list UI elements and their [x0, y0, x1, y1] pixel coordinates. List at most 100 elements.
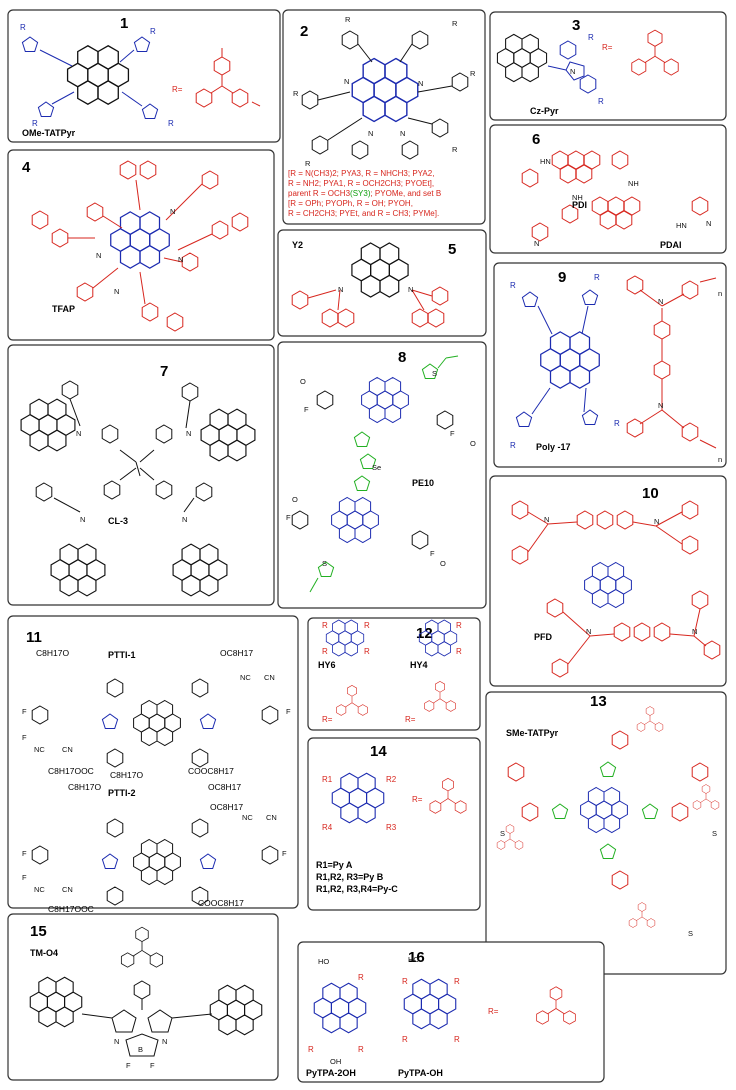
svg-text:R: R	[150, 27, 156, 36]
panel-14-number: 14	[370, 743, 387, 760]
svg-text:R: R	[364, 647, 370, 656]
svg-text:R: R	[456, 647, 462, 656]
svg-text:N: N	[338, 285, 343, 294]
svg-text:F: F	[22, 873, 27, 882]
svg-text:F: F	[450, 429, 455, 438]
panel-5-number: 5	[448, 241, 456, 258]
label-tm-o4: TM-O4	[30, 948, 58, 958]
panel-4: 4 N N N N TFAP	[7, 149, 275, 341]
panel-2: 2 N N N N R R R R R R [R = N(CH3)2; PYA3…	[282, 9, 486, 225]
svg-text:F: F	[286, 513, 291, 522]
r-equals: R=	[488, 1007, 499, 1016]
panel-2-number: 2	[300, 23, 308, 40]
svg-text:S: S	[432, 369, 437, 378]
label-pdai: PDAI	[660, 240, 682, 250]
svg-text:R: R	[452, 19, 458, 28]
label-pytpa-2oh: PyTPA-2OH	[306, 1068, 356, 1078]
panel-16: 16 HO OH HO R R R R R R R PyTPA-2OH PyTP…	[297, 941, 605, 1083]
label-ome-tatpyr: OMe-TATPyr	[22, 128, 76, 138]
svg-text:R: R	[454, 977, 460, 986]
svg-text:S: S	[712, 829, 717, 838]
panel-1-number: 1	[120, 15, 128, 32]
svg-text:NC: NC	[242, 813, 253, 822]
panel-2-note-1: [R = N(CH3)2; PYA3, R = NHCH3; PYA2,	[288, 169, 434, 178]
svg-text:N: N	[368, 129, 373, 138]
r-equals: R=	[172, 85, 183, 94]
svg-text:CN: CN	[62, 745, 73, 754]
svg-text:HN: HN	[676, 221, 687, 230]
substituent-5: C8H17O	[68, 782, 101, 792]
panel-10-number: 10	[642, 485, 659, 502]
svg-text:N: N	[186, 429, 191, 438]
svg-text:R2: R2	[386, 775, 397, 784]
svg-text:R1: R1	[322, 775, 333, 784]
svg-text:N: N	[80, 515, 85, 524]
svg-text:R: R	[456, 621, 462, 630]
r-equals-2: R=	[405, 715, 416, 724]
svg-text:N: N	[96, 251, 101, 260]
svg-text:R: R	[452, 145, 458, 154]
substituent-6: OC8H17	[208, 782, 241, 792]
panel-14: 14 R1 R2 R3 R4 R= R1=Py A R1,R2, R3=Py B…	[307, 737, 481, 911]
label-cz-pyr: Cz-Pyr	[530, 106, 559, 116]
svg-text:R: R	[293, 89, 299, 98]
svg-text:F: F	[304, 405, 309, 414]
svg-text:S: S	[322, 559, 327, 568]
substituent-4: COOC8H17	[188, 766, 234, 776]
label-hy4: HY4	[410, 660, 428, 670]
svg-text:O: O	[292, 495, 298, 504]
svg-text:N: N	[658, 401, 663, 410]
svg-text:R: R	[510, 441, 516, 450]
panel-7: 7 N N N N CL-3	[7, 344, 275, 606]
panel-12: 12 R R R R R R HY6 HY4 R= R=	[307, 617, 481, 731]
svg-text:F: F	[282, 849, 287, 858]
svg-text:N: N	[170, 207, 175, 216]
svg-text:S: S	[500, 829, 505, 838]
svg-text:R: R	[305, 159, 311, 168]
svg-text:O: O	[470, 439, 476, 448]
panel-12-number: 12	[416, 625, 433, 642]
svg-text:R: R	[168, 119, 174, 128]
label-py-a: R1=Py A	[316, 860, 353, 870]
panel-1: 1 R R R R OMe-TATPyr R=	[7, 9, 281, 143]
svg-text:F: F	[22, 733, 27, 742]
svg-text:N: N	[570, 67, 575, 76]
svg-text:NC: NC	[34, 885, 45, 894]
svg-text:N: N	[408, 285, 413, 294]
panel-13-number: 13	[590, 693, 607, 710]
svg-text:NC: NC	[240, 673, 251, 682]
substituent-1: C8H17O	[36, 648, 69, 658]
svg-text:N: N	[654, 517, 659, 526]
svg-text:R: R	[594, 273, 600, 282]
svg-text:F: F	[126, 1061, 131, 1070]
panel-9: 9 R R R R Poly -17 N N n n	[493, 262, 727, 468]
svg-text:B: B	[138, 1045, 143, 1054]
svg-text:Se: Se	[372, 463, 381, 472]
svg-text:F: F	[150, 1061, 155, 1070]
svg-text:NH: NH	[628, 179, 639, 188]
svg-text:N: N	[114, 287, 119, 296]
svg-text:HO: HO	[318, 957, 329, 966]
panel-6-number: 6	[532, 131, 540, 148]
label-pytpa-oh: PyTPA-OH	[398, 1068, 443, 1078]
panel-7-number: 7	[160, 363, 168, 380]
svg-text:OH: OH	[330, 1057, 341, 1066]
svg-text:N: N	[418, 79, 423, 88]
svg-text:N: N	[76, 429, 81, 438]
svg-text:R3: R3	[386, 823, 397, 832]
svg-text:R: R	[358, 1045, 364, 1054]
panel-16-number: 16	[408, 949, 425, 966]
svg-text:N: N	[400, 129, 405, 138]
panel-4-number: 4	[22, 159, 31, 176]
substituent-10: COOC8H17	[198, 898, 244, 908]
svg-text:N: N	[658, 297, 663, 306]
panel-3-number: 3	[572, 17, 580, 34]
svg-text:F: F	[22, 849, 27, 858]
panel-11-number: 11	[26, 629, 42, 646]
svg-text:R: R	[364, 621, 370, 630]
panel-2-note-6: R = CH2CH3; PYEt, and R = CH3; PYMe].	[288, 209, 439, 218]
label-py-c: R1,R2, R3,R4=Py-C	[316, 884, 398, 894]
svg-text:R: R	[358, 973, 364, 982]
svg-text:N: N	[692, 627, 697, 636]
